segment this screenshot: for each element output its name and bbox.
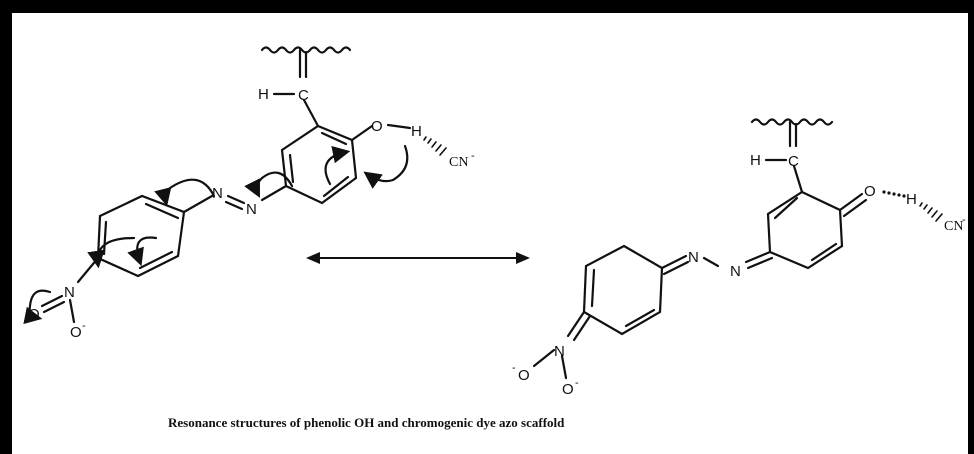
left-n-o-single <box>68 298 76 324</box>
right-n-ring-double-1 <box>660 254 688 270</box>
left-atom-labels: C H O H CN - N N N O O - <box>28 86 475 341</box>
left-cyanide: CN <box>449 155 468 170</box>
right-nitro-ring-inner-2 <box>624 308 656 328</box>
left-curved-arrow-azo <box>154 178 216 207</box>
right-atom-c: C <box>788 153 799 170</box>
left-curved-arrow-ring-3 <box>127 236 158 267</box>
right-atom-o-anion-2-charge: - <box>575 377 579 389</box>
right-atom-o-anion-2: O <box>562 381 574 398</box>
right-atom-n-1: N <box>730 263 741 280</box>
left-phenol-ring-inner-3 <box>320 131 348 146</box>
left-ring-nitro-bond <box>76 256 100 284</box>
left-curved-arrow-nitro <box>23 289 52 325</box>
right-c-o-double-2 <box>842 198 868 218</box>
left-phenol-ring-inner-2 <box>322 175 350 198</box>
left-atom-o: O <box>371 118 383 135</box>
left-phenol-ring <box>280 124 358 205</box>
left-phenol-ring-inner-1 <box>288 153 295 184</box>
right-quinoid-ring-inner-2 <box>810 242 838 262</box>
right-ring-n-double-2 <box>746 256 774 270</box>
left-structure <box>23 46 447 325</box>
left-nitro-ring-inner-3 <box>144 202 180 220</box>
right-cyanide-charge: - <box>962 214 966 226</box>
right-atom-h-phenol: H <box>906 191 917 208</box>
left-atom-o-anion-charge: - <box>82 320 86 332</box>
right-atom-o: O <box>864 183 876 200</box>
right-atom-o-anion-1: O <box>518 367 530 384</box>
right-n-n-bond <box>702 256 720 268</box>
right-ring-n-double-nitro-1 <box>566 310 586 338</box>
left-n-o-double-1 <box>40 294 64 308</box>
left-curved-arrow-ring-2 <box>244 171 294 198</box>
left-curved-arrow-oh <box>363 144 409 189</box>
left-atom-h: H <box>258 86 269 103</box>
left-cyanide-charge: - <box>471 150 475 162</box>
right-polymer-wavy-line <box>750 118 834 126</box>
left-azo-bond-2 <box>224 200 244 211</box>
left-curved-arrow-ring-4 <box>87 236 136 269</box>
right-quinoid-ring-inner-1 <box>773 196 799 220</box>
left-atom-o-nitro: O <box>28 306 40 323</box>
right-n-ring-double-2 <box>662 260 690 276</box>
left-n-ring-bond <box>182 194 214 214</box>
right-ring-n-double-1 <box>744 250 772 264</box>
left-n-o-double-2 <box>42 300 66 314</box>
right-c-ring-bond <box>792 164 804 194</box>
left-atom-c: C <box>298 87 309 104</box>
resonance-arrow <box>306 252 530 264</box>
left-curved-arrow-ring-1 <box>324 145 351 186</box>
figure-caption: Resonance structures of phenolic OH and … <box>168 415 565 430</box>
right-n-o-single-1 <box>532 348 556 368</box>
left-atom-o-anion: O <box>70 324 82 341</box>
left-atom-n-2: N <box>212 185 223 202</box>
right-atom-n-nitro: N <box>554 343 565 360</box>
left-nitro-ring-inner-1 <box>102 220 108 256</box>
right-n-o-single-2 <box>560 354 568 380</box>
right-atom-n-2: N <box>688 249 699 266</box>
right-atom-h: H <box>750 152 761 169</box>
right-quinoid-ring <box>766 190 844 270</box>
left-c-ring-bond <box>302 98 320 128</box>
left-atom-n-nitro: N <box>64 284 75 301</box>
left-ring-n-bond <box>260 184 288 202</box>
left-nitro-ring-inner-2 <box>138 250 174 270</box>
left-c-o-bond <box>350 124 374 142</box>
left-atom-h-phenol: H <box>411 123 422 140</box>
right-hbond-hash <box>919 202 943 222</box>
left-o-h-bond <box>386 123 412 130</box>
right-structure <box>532 118 943 380</box>
left-hbond-hash <box>423 136 447 156</box>
right-atom-labels: C H O H CN - N N N O - O - <box>512 152 966 398</box>
right-ring-n-double-nitro-2 <box>572 314 592 342</box>
right-cyanide: CN <box>944 219 963 234</box>
right-c-o-double-1 <box>838 192 864 212</box>
right-nitro-ring <box>582 244 664 336</box>
right-nitro-ring-inner-1 <box>590 268 596 308</box>
right-atom-o-anion-1-charge: - <box>512 362 516 374</box>
right-o-h-dots <box>882 190 906 198</box>
left-atom-n-1: N <box>246 201 257 218</box>
left-nitro-ring <box>96 194 186 278</box>
left-azo-bond-1 <box>226 194 246 205</box>
